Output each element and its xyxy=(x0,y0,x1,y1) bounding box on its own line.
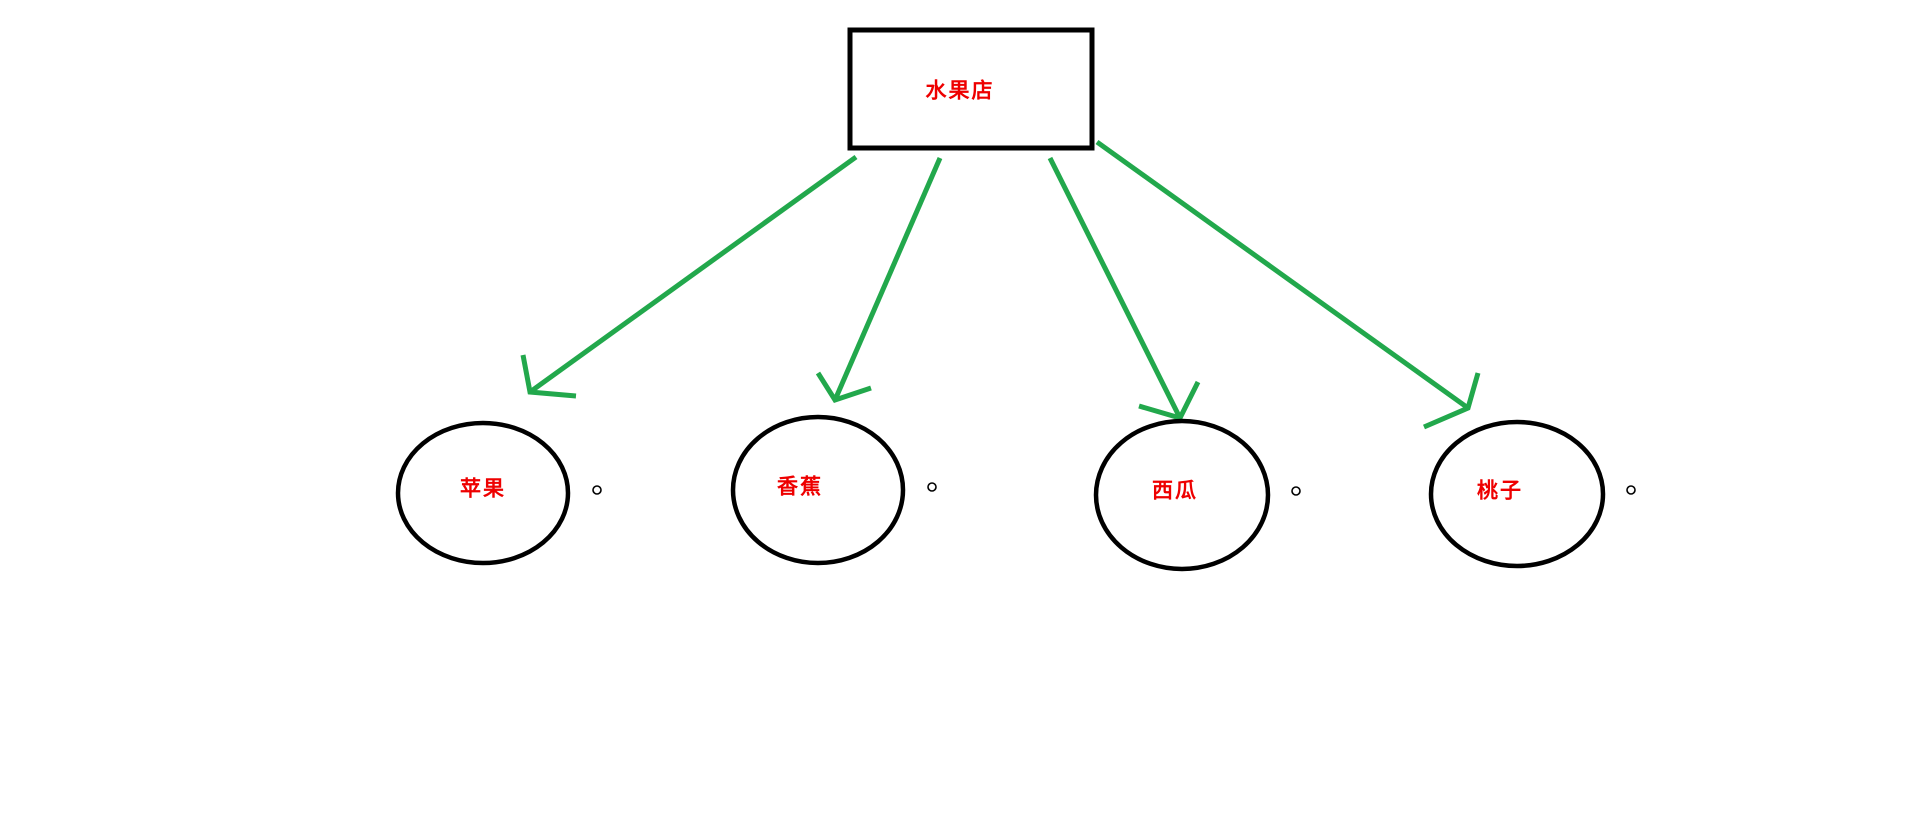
node-root-rectangle[interactable]: 水果店 xyxy=(847,27,1095,151)
small-circle-icon xyxy=(592,485,602,495)
arrow-head-icon xyxy=(1423,372,1481,430)
edge-root-to-watermelon[interactable] xyxy=(1047,156,1201,421)
edge-root-to-peach[interactable] xyxy=(1095,139,1481,430)
edge-shaft xyxy=(1047,156,1183,420)
edge-shaft xyxy=(528,154,858,395)
child-label: 桃子 xyxy=(1477,478,1523,503)
edge-shaft xyxy=(1095,139,1470,411)
arrow-head-icon xyxy=(815,371,872,403)
node-child-1[interactable]: 苹果 xyxy=(395,420,602,566)
small-circle-icon xyxy=(1291,486,1301,496)
child-label: 西瓜 xyxy=(1152,478,1198,503)
child-ellipse-shape xyxy=(1428,419,1606,569)
child-ellipse-shape xyxy=(730,414,906,566)
edge-root-to-apple[interactable] xyxy=(520,154,858,399)
root-label: 水果店 xyxy=(926,78,995,103)
node-child-2[interactable]: 香蕉 xyxy=(730,414,937,566)
child-ellipse-shape xyxy=(1093,418,1271,572)
node-child-3[interactable]: 西瓜 xyxy=(1093,418,1301,572)
edges-layer xyxy=(520,139,1481,430)
small-circle-icon xyxy=(927,482,937,492)
child-label: 苹果 xyxy=(460,476,506,501)
arrow-head-icon xyxy=(520,354,577,399)
child-ellipse-shape xyxy=(395,420,571,566)
edge-root-to-banana[interactable] xyxy=(815,157,943,403)
arrow-head-icon xyxy=(1138,380,1201,421)
root-rect-shape xyxy=(847,27,1095,151)
edge-shaft xyxy=(832,157,943,401)
child-label: 香蕉 xyxy=(777,474,823,499)
node-child-4[interactable]: 桃子 xyxy=(1428,419,1636,569)
small-circle-icon xyxy=(1626,485,1636,495)
